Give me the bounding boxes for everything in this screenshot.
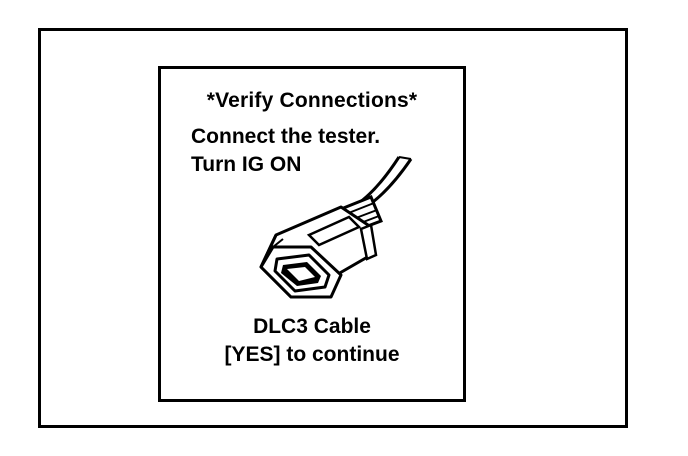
cable-label: DLC3 Cable: [253, 315, 371, 338]
dlc3-cable-connector-icon: [259, 156, 413, 299]
screen-title: *Verify Connections*: [206, 89, 418, 112]
tester-screen: *Verify Connections* Connect the tester.…: [158, 66, 466, 402]
instruction-connect-tester: Connect the tester.: [191, 125, 381, 148]
continue-prompt: [YES] to continue: [224, 343, 400, 366]
instruction-turn-ig-on: Turn IG ON: [191, 153, 302, 176]
